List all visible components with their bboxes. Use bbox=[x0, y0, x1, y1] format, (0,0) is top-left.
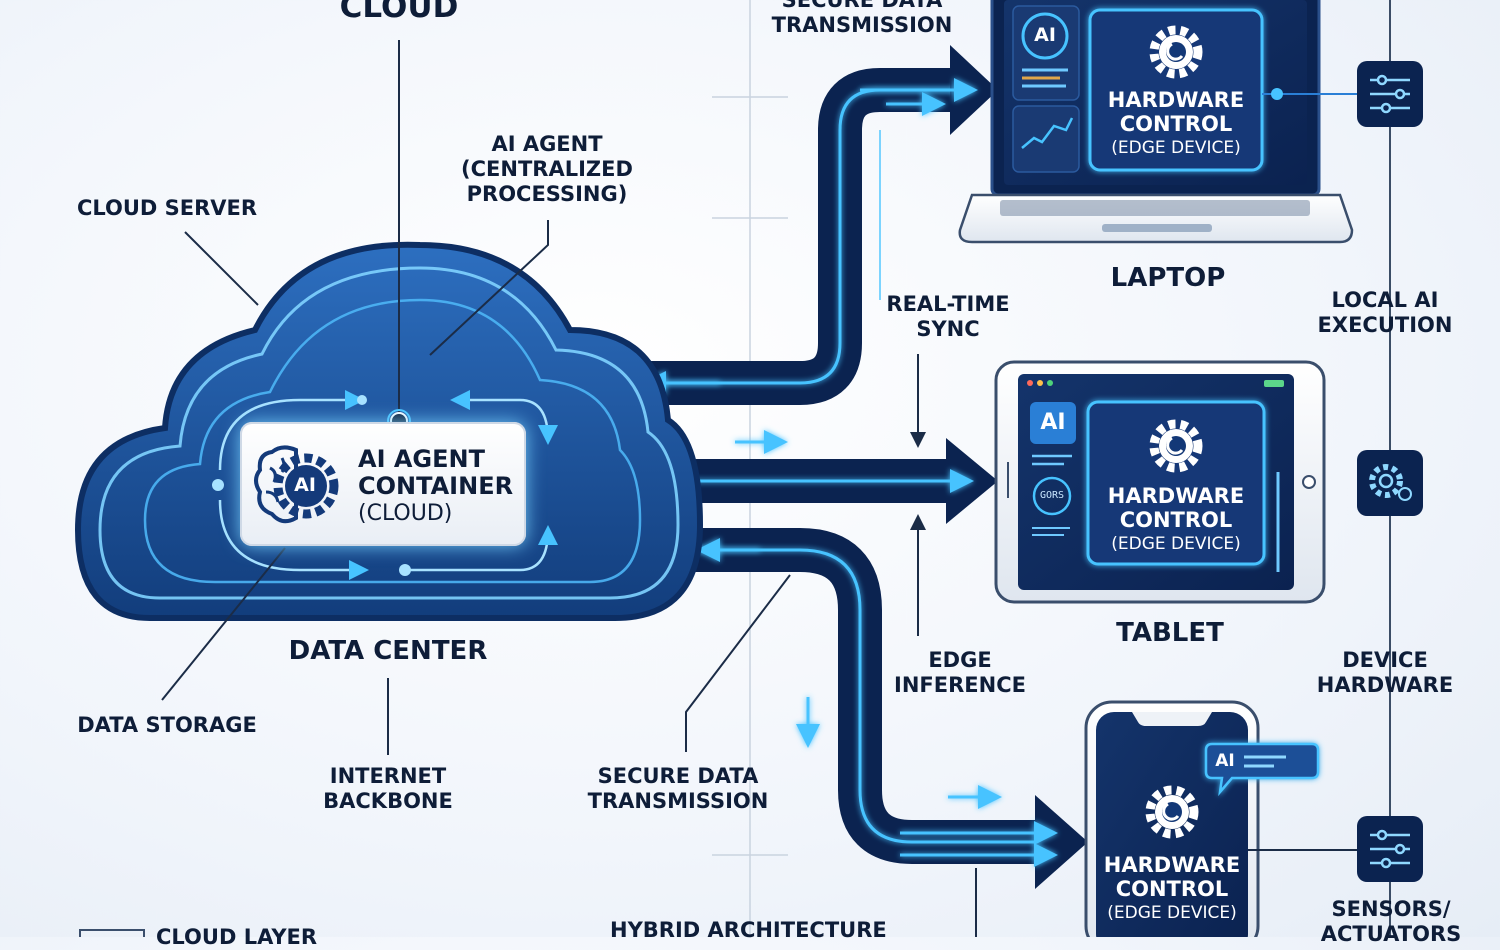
laptop-hw-line3: (EDGE DEVICE) bbox=[1111, 138, 1241, 158]
legend-swatch-cloud-layer bbox=[79, 929, 145, 937]
cloud-node-top bbox=[357, 395, 367, 405]
tablet-ai-tile bbox=[1030, 402, 1076, 444]
gear-icon bbox=[1145, 785, 1199, 839]
label-secure-data-bottom: SECURE DATA TRANSMISSION bbox=[576, 764, 780, 814]
real-time-sync-line2: SYNC bbox=[916, 317, 980, 341]
local-ai-line2: EXECUTION bbox=[1317, 313, 1453, 337]
tablet-battery bbox=[1264, 380, 1284, 387]
laptop-hw-line1: HARDWARE bbox=[1107, 88, 1245, 112]
label-data-storage: DATA STORAGE bbox=[77, 713, 257, 737]
tablet-window-dots bbox=[1027, 380, 1053, 386]
device-hardware-line2: HARDWARE bbox=[1316, 673, 1454, 697]
real-time-sync-line1: REAL-TIME bbox=[886, 292, 1010, 316]
tablet-dial bbox=[1032, 476, 1072, 516]
secure-data-top-line1: SECURE DATA bbox=[781, 0, 943, 12]
sliders-icon bbox=[1357, 61, 1423, 127]
secure-data-bottom-line1: SECURE DATA bbox=[597, 764, 759, 788]
laptop-hardware-control: HARDWARE CONTROL (EDGE DEVICE) bbox=[1090, 88, 1262, 160]
phone-ai-label: AI bbox=[1215, 751, 1235, 771]
brain-gear-icon bbox=[254, 445, 339, 524]
leader-lines-cloud bbox=[161, 40, 791, 755]
sync-arrows bbox=[910, 354, 977, 937]
label-hybrid-architecture: HYBRID ARCHITECTURE bbox=[610, 918, 887, 942]
container-line3: (CLOUD) bbox=[358, 501, 453, 526]
phone-hw-line2: CONTROL bbox=[1115, 877, 1229, 901]
cloud-title: CLOUD bbox=[339, 0, 459, 25]
cloud-loop-arrows bbox=[218, 390, 558, 580]
laptop-hw-panel bbox=[1088, 8, 1264, 172]
phone-ai-bubble bbox=[1204, 742, 1320, 797]
edge-inference-line2: INFERENCE bbox=[894, 673, 1026, 697]
tablet-hw-line2: CONTROL bbox=[1119, 508, 1233, 532]
internet-backbone-line1: INTERNET bbox=[329, 764, 447, 788]
laptop-hw-line2: CONTROL bbox=[1119, 112, 1233, 136]
gear-icon bbox=[1149, 419, 1203, 473]
label-real-time-sync: REAL-TIME SYNC bbox=[868, 292, 1028, 342]
secure-data-bottom-line2: TRANSMISSION bbox=[587, 789, 769, 813]
laptop-ai-label: AI bbox=[1034, 24, 1056, 46]
tablet-home-button bbox=[1302, 475, 1316, 489]
phone-notch bbox=[1132, 712, 1212, 726]
label-local-ai-execution: LOCAL AI EXECUTION bbox=[1300, 288, 1470, 338]
sliders-icon bbox=[1357, 816, 1423, 882]
laptop-connector-dot bbox=[1271, 88, 1283, 100]
label-internet-backbone: INTERNET BACKBONE bbox=[298, 764, 478, 814]
cloud-node-left bbox=[212, 479, 224, 491]
label-cloud-server: CLOUD SERVER bbox=[76, 196, 258, 220]
phone-hw-line1: HARDWARE bbox=[1103, 853, 1241, 877]
laptop-ai-ring bbox=[1021, 12, 1069, 60]
label-ai-agent-centralized: AI AGENT (CENTRALIZED PROCESSING) bbox=[447, 132, 647, 207]
device-hardware-line1: DEVICE bbox=[1342, 648, 1428, 672]
label-edge-inference: EDGE INFERENCE bbox=[880, 648, 1040, 698]
local-ai-line1: LOCAL AI bbox=[1331, 288, 1439, 312]
sensors-line2: ACTUATORS bbox=[1320, 922, 1462, 946]
phone-hardware-control: HARDWARE CONTROL (EDGE DEVICE) bbox=[1096, 853, 1248, 925]
arrow-head-phone bbox=[1035, 795, 1088, 889]
tablet-hw-panel bbox=[1086, 400, 1266, 566]
tablet-bars-bottom bbox=[1032, 527, 1070, 536]
edge-inference-line1: EDGE bbox=[928, 648, 992, 672]
label-tablet: TABLET bbox=[1116, 618, 1224, 648]
label-legend-cloud-layer: CLOUD LAYER bbox=[156, 925, 318, 949]
secure-data-top-line2: TRANSMISSION bbox=[771, 13, 953, 37]
container-title: AI AGENT CONTAINER (CLOUD) bbox=[358, 446, 513, 527]
container-ai-badge: AI bbox=[294, 474, 316, 496]
ai-agent-line2: (CENTRALIZED bbox=[461, 157, 633, 181]
tablet-hw-line1: HARDWARE bbox=[1107, 484, 1245, 508]
settings-icon bbox=[1357, 450, 1423, 516]
ai-agent-line1: AI AGENT bbox=[491, 132, 603, 156]
gear-icon bbox=[1149, 25, 1203, 79]
label-secure-data-top: SECURE DATA TRANSMISSION bbox=[760, 0, 964, 38]
label-data-center: DATA CENTER bbox=[288, 636, 488, 666]
container-line1: AI AGENT bbox=[358, 445, 485, 473]
phone-hw-line3: (EDGE DEVICE) bbox=[1107, 903, 1237, 923]
tablet-hardware-control: HARDWARE CONTROL (EDGE DEVICE) bbox=[1088, 484, 1264, 556]
tablet-ai-label: AI bbox=[1040, 410, 1066, 435]
line-chart-icon bbox=[1021, 117, 1074, 149]
internet-backbone-line2: BACKBONE bbox=[323, 789, 453, 813]
cloud-node-bottom bbox=[399, 564, 411, 576]
ai-agent-line3: PROCESSING) bbox=[466, 182, 628, 206]
container-line2: CONTAINER bbox=[358, 472, 514, 500]
label-laptop: LAPTOP bbox=[1110, 263, 1226, 293]
phone-bubble-bars bbox=[1244, 755, 1286, 768]
laptop-sidebar-bottom bbox=[1012, 105, 1080, 173]
sensors-line1: SENSORS/ bbox=[1331, 897, 1451, 921]
label-sensors-actuators: SENSORS/ ACTUATORS bbox=[1306, 897, 1476, 947]
tablet-bars bbox=[1032, 454, 1072, 466]
label-device-hardware: DEVICE HARDWARE bbox=[1300, 648, 1470, 698]
tablet-hw-line3: (EDGE DEVICE) bbox=[1111, 534, 1241, 554]
laptop-bars bbox=[1022, 68, 1068, 88]
tablet-dial-label: GORS bbox=[1040, 490, 1065, 501]
